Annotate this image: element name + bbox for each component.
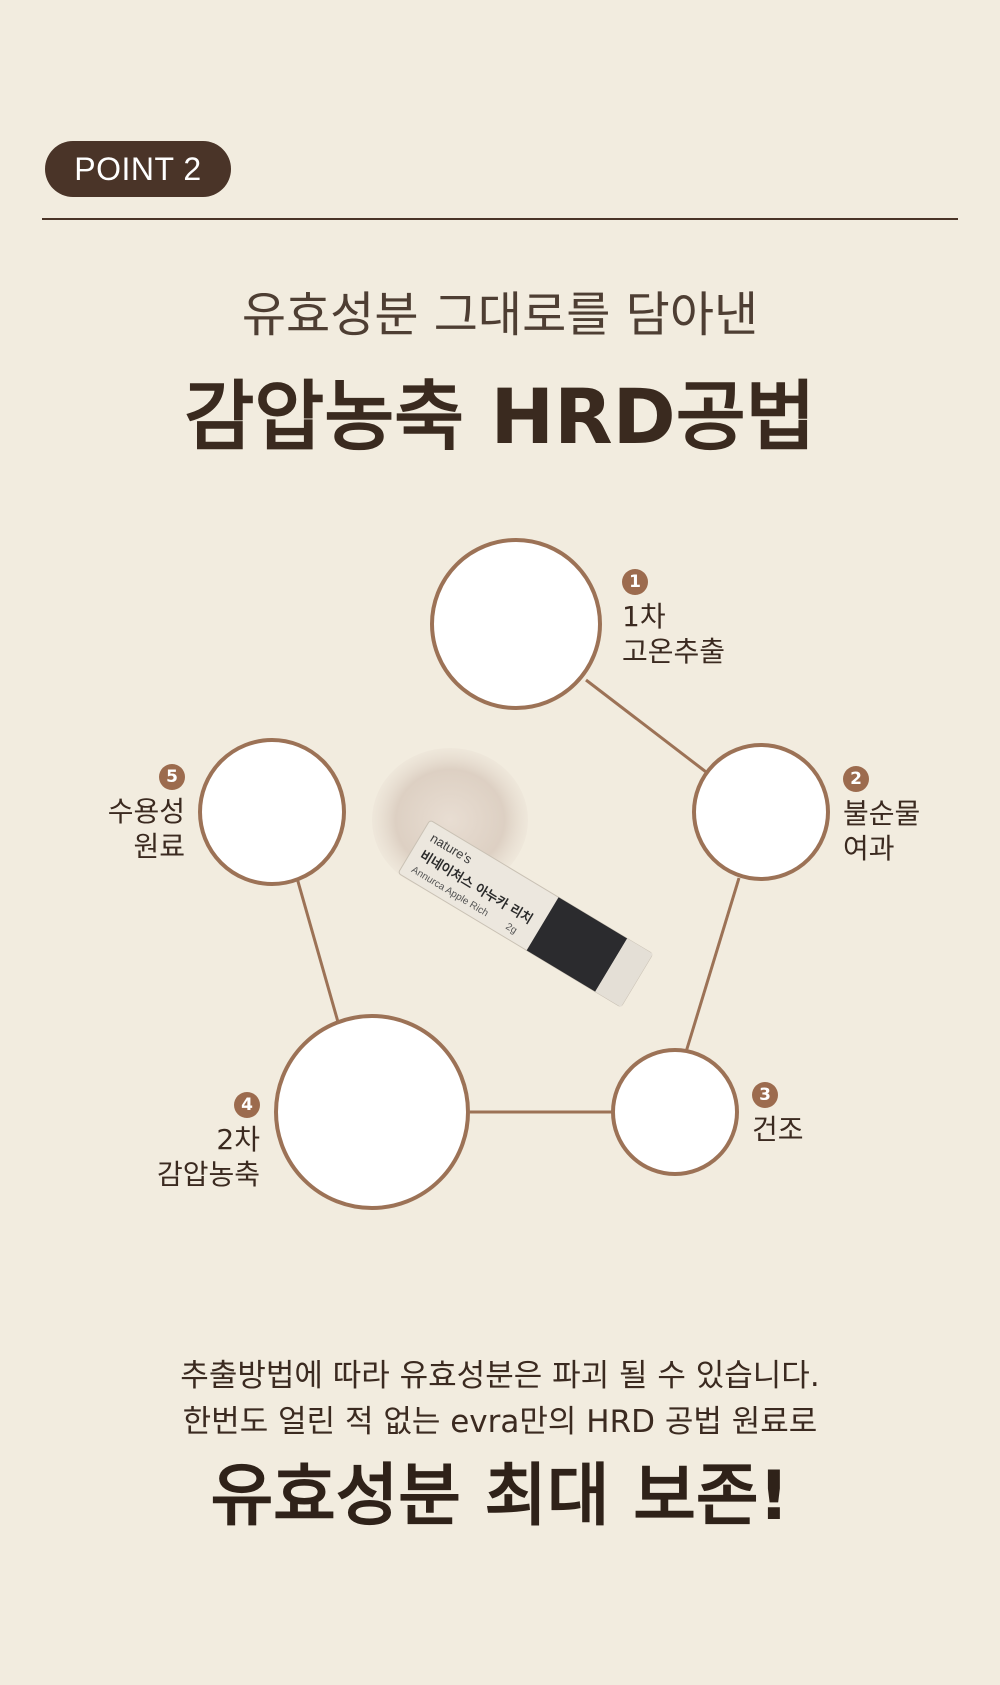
step-2-label: 2 불순물 여과 (843, 757, 920, 866)
step-3-line1: 건조 (752, 1113, 804, 1146)
product-weight: 2g (504, 921, 519, 936)
step-3-label: 3 건조 (752, 1073, 804, 1147)
diagram-connectors (295, 678, 741, 1114)
step-2-number: 2 (843, 766, 869, 792)
step-5-line1: 수용성 (107, 795, 185, 828)
stick-pack-seal (595, 938, 653, 1008)
step-5-label: 5 수용성 원료 (60, 755, 185, 864)
step-1-number: 1 (622, 569, 648, 595)
step-5-number: 5 (159, 764, 185, 790)
headline-subtitle: 유효성분 그대로를 담아낸 (241, 287, 759, 343)
step-4-label: 4 2차 감압농축 (110, 1083, 260, 1192)
step-5-circle (198, 738, 346, 886)
step-5-line2: 원료 (133, 830, 185, 863)
connector-1-2 (585, 678, 711, 777)
step-3-circle (611, 1048, 739, 1176)
product-image: nature's 비네이처스 아누카 리치 Annurca Apple Rich… (372, 748, 653, 1008)
body-line-2: 한번도 얼린 적 없는 evra만의 HRD 공법 원료로 (182, 1404, 818, 1440)
headline-title: 감압농축 HRD공법 (184, 372, 816, 461)
stick-pack-dark-band (526, 897, 628, 992)
connector-4-5 (295, 877, 340, 1023)
step-1-circle (430, 538, 602, 710)
connector-2-3 (684, 877, 741, 1053)
step-3-number: 3 (752, 1082, 778, 1108)
step-4-line2: 감압농축 (156, 1158, 260, 1191)
step-1-line1: 1차 (622, 600, 666, 633)
body-line-1: 추출방법에 따라 유효성분은 파괴 될 수 있습니다. (180, 1358, 820, 1394)
closing-headline: 유효성분 최대 보존! (210, 1457, 790, 1536)
divider-line (42, 218, 958, 220)
step-4-line1: 2차 (216, 1123, 260, 1156)
point-badge: POINT 2 (45, 141, 231, 197)
step-1-label: 1 1차 고온추출 (622, 560, 725, 669)
step-4-circle (274, 1014, 470, 1210)
step-2-line1: 불순물 (843, 797, 921, 830)
step-1-line2: 고온추출 (622, 635, 726, 668)
step-2-line2: 여과 (843, 832, 895, 865)
step-2-circle (692, 743, 830, 881)
step-4-number: 4 (234, 1092, 260, 1118)
